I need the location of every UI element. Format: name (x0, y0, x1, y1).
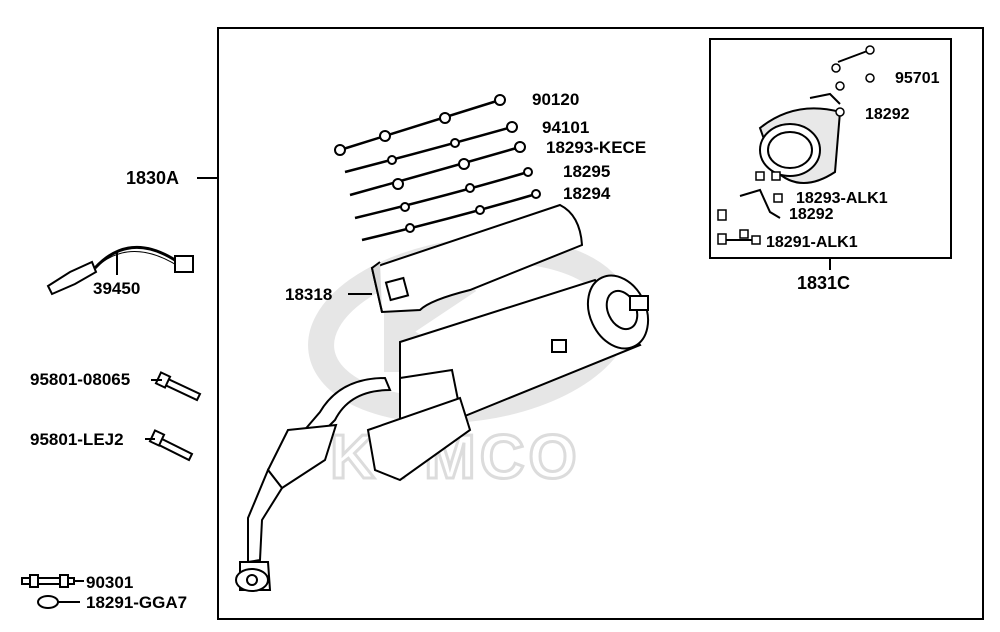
label-18291-gga7[interactable]: 18291-GGA7 (86, 593, 188, 612)
stud-90301[interactable] (21, 574, 75, 588)
callout-1830a[interactable]: 1830A (126, 168, 180, 188)
oxygen-sensor[interactable] (46, 245, 194, 296)
label-90301[interactable]: 90301 (86, 573, 134, 592)
heat-shield[interactable] (370, 203, 584, 314)
label-95701[interactable]: 95701 (895, 70, 940, 87)
label-18318[interactable]: 18318 (285, 285, 333, 304)
label-39450[interactable]: 39450 (93, 279, 141, 298)
callout-1831c[interactable]: 1831C (797, 273, 851, 293)
bolt-95801-lej2[interactable] (148, 429, 194, 462)
exhaust-pipe[interactable] (235, 376, 392, 592)
label-18295[interactable]: 18295 (563, 162, 611, 181)
cover-hardware[interactable] (717, 45, 875, 245)
label-90120[interactable]: 90120 (532, 90, 580, 109)
main-assembly-frame (217, 27, 984, 620)
label-18292-top[interactable]: 18292 (865, 106, 910, 123)
label-18291-alk1[interactable]: 18291-ALK1 (766, 234, 858, 251)
label-94101[interactable]: 94101 (542, 118, 590, 137)
label-95801-08065[interactable]: 95801-08065 (30, 370, 131, 389)
label-18293-kece[interactable]: 18293-KECE (546, 138, 647, 157)
gasket-18291-gga7[interactable] (37, 595, 80, 609)
label-95801-lej2[interactable]: 95801-LEJ2 (30, 430, 124, 449)
label-18293-alk1[interactable]: 18293-ALK1 (796, 190, 888, 207)
muffler-body[interactable] (366, 266, 659, 482)
bolt-95801-08065[interactable] (154, 371, 202, 402)
label-18294[interactable]: 18294 (563, 184, 611, 203)
label-18292-mid[interactable]: 18292 (789, 206, 834, 223)
heat-shield-hardware[interactable] (334, 94, 541, 242)
end-cap-cover[interactable] (758, 107, 842, 184)
